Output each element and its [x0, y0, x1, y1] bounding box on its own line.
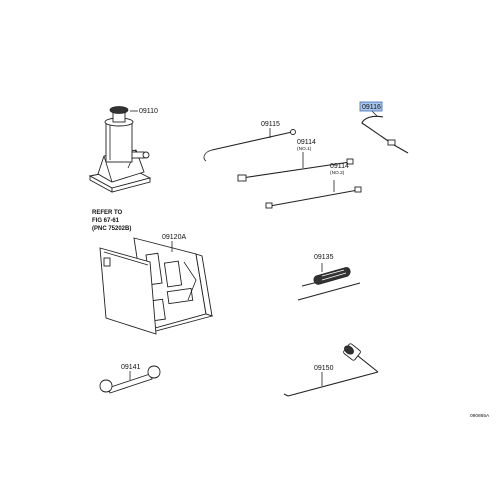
jack-drawing[interactable]: [88, 106, 152, 193]
label-09114-1-note: (NO.1): [297, 146, 312, 152]
label-09150: 09150: [314, 365, 334, 372]
label-09120a: 09120A: [162, 234, 186, 241]
note-line-1: REFER TO: [92, 210, 123, 216]
tool-bag-drawing[interactable]: [99, 237, 214, 335]
handle-extension-no1-drawing[interactable]: [237, 158, 354, 182]
label-09135: 09135: [314, 254, 334, 261]
highlight-box: [359, 101, 383, 112]
jack-handle-drawing[interactable]: [203, 129, 296, 162]
hook-rod-drawing[interactable]: [361, 115, 409, 154]
label-09115: 09115: [261, 121, 280, 128]
figure-id: 090865A: [470, 413, 490, 419]
screwdriver-drawing[interactable]: [297, 267, 361, 301]
handle-extension-no2-drawing[interactable]: [265, 186, 362, 209]
label-09114-2: 09114: [330, 163, 349, 170]
label-09114-1: 09114: [297, 139, 316, 146]
label-09116: 09116: [362, 104, 381, 111]
label-09114-2-note: (NO.2): [330, 170, 345, 176]
label-09110: 09110: [139, 108, 158, 115]
wheel-wrench-drawing[interactable]: [283, 343, 379, 397]
note-line-2: FIG 67-61: [92, 218, 120, 224]
wrench-drawing[interactable]: [99, 365, 161, 394]
note-line-3: (PNC 75202B): [92, 226, 131, 232]
label-09141: 09141: [121, 364, 141, 371]
